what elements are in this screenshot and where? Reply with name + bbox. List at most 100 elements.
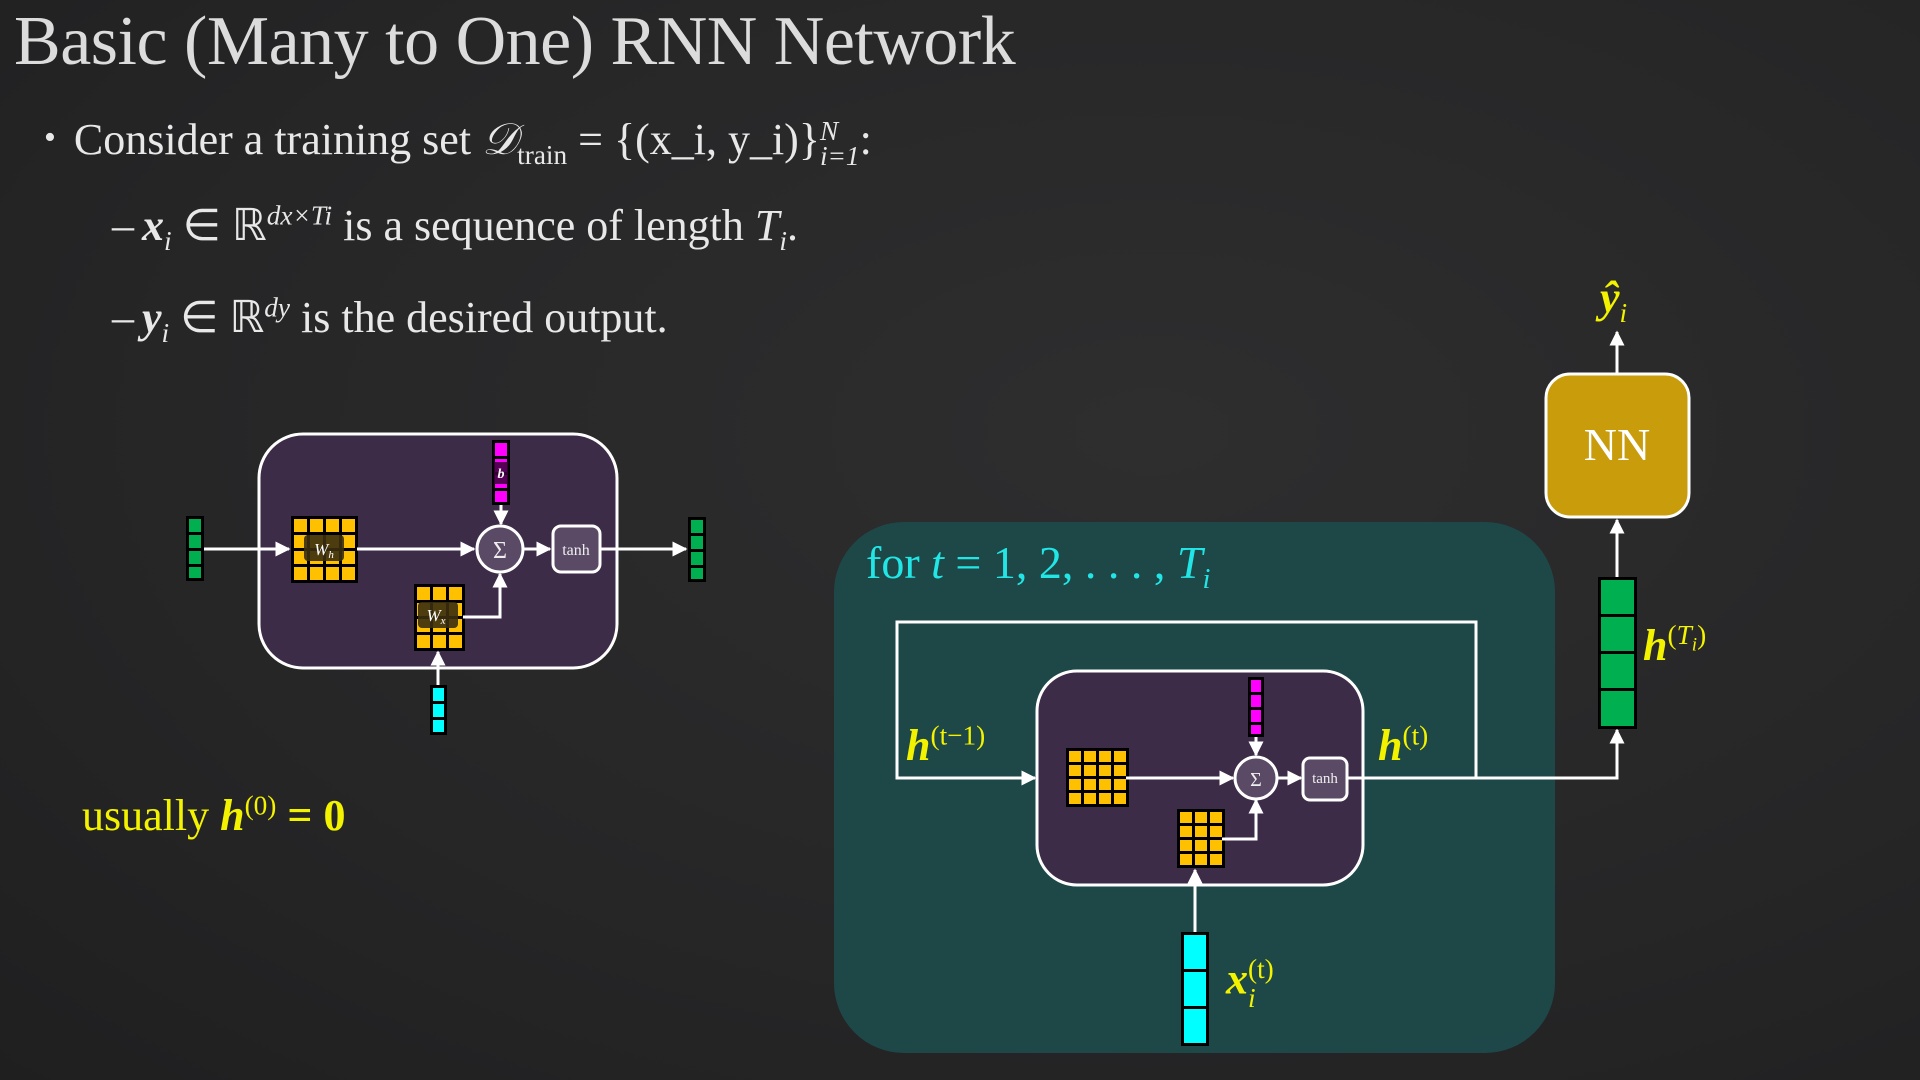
slide-title: Basic (Many to One) RNN Network bbox=[14, 3, 1016, 80]
matrix-cell bbox=[294, 519, 307, 532]
matrix-cell bbox=[449, 587, 462, 600]
nn-label: NN bbox=[1584, 419, 1650, 470]
arrow-to-final-hidden bbox=[1347, 728, 1625, 780]
h-curr-sup: (t) bbox=[1402, 720, 1429, 751]
x-dim: dx×Ti bbox=[266, 200, 333, 231]
loop-label: for t = 1, 2, . . . , Ti bbox=[866, 536, 1210, 596]
note-sup: (0) bbox=[244, 790, 277, 821]
left-rnn-cell: Wh Wx b Σ tanh bbox=[186, 432, 706, 735]
h-final-var: h bbox=[1643, 621, 1668, 670]
dataset-upper: N bbox=[819, 116, 839, 147]
y-dim: dy bbox=[264, 292, 291, 323]
matrix-cell bbox=[1069, 765, 1081, 776]
h-final-sup-sub: i bbox=[1691, 634, 1698, 656]
length-var: T bbox=[754, 201, 780, 250]
y-desc: is the desired output. bbox=[301, 293, 668, 342]
matrix-cell bbox=[1084, 793, 1096, 804]
matrix-cell bbox=[1210, 812, 1222, 823]
h-curr-label: h(t) bbox=[1378, 720, 1428, 771]
matrix-cell bbox=[1069, 751, 1081, 762]
x-input-label: x(t)i bbox=[1226, 955, 1274, 1012]
sub-bullet-x: –xi ∈ ℝdx×Ti is a sequence of length Ti. bbox=[112, 200, 798, 257]
matrix-cell bbox=[1099, 765, 1111, 776]
dataset-rhs: = {(x_i, y_i)} bbox=[578, 115, 820, 164]
bias-label: b bbox=[498, 467, 505, 482]
matrix-cell bbox=[1195, 812, 1207, 823]
hidden-input-vector bbox=[186, 516, 204, 581]
h-prev-var: h bbox=[906, 721, 931, 770]
h-curr-var: h bbox=[1378, 721, 1403, 770]
inner-weight-matrix-wx bbox=[1177, 809, 1225, 868]
tanh-label: tanh bbox=[562, 542, 590, 559]
inner-bias-vector bbox=[1248, 677, 1264, 737]
matrix-cell bbox=[1114, 765, 1126, 776]
wx-label: Wx bbox=[426, 606, 445, 627]
matrix-cell bbox=[1210, 840, 1222, 851]
matrix-cell bbox=[1180, 854, 1192, 865]
x-input-sub: i bbox=[1248, 982, 1256, 1013]
matrix-cell bbox=[326, 519, 339, 532]
y-rel: ∈ ℝ bbox=[180, 293, 265, 342]
matrix-cell bbox=[1069, 779, 1081, 790]
x-input-var: x bbox=[1226, 954, 1248, 1004]
final-hidden-vector bbox=[1598, 577, 1637, 729]
matrix-cell bbox=[1099, 779, 1111, 790]
matrix-cell bbox=[294, 551, 307, 564]
matrix-cell bbox=[310, 519, 323, 532]
input-vector bbox=[430, 685, 447, 735]
matrix-cell bbox=[1114, 751, 1126, 762]
y-sub: i bbox=[161, 317, 170, 348]
matrix-cell bbox=[1180, 840, 1192, 851]
h-prev-sup: (t−1) bbox=[930, 720, 986, 751]
bullet-training-set: •Consider a training set 𝒟train = {(x_i,… bbox=[44, 114, 872, 171]
loop-end-sub: i bbox=[1202, 564, 1211, 596]
inner-sum-label: Σ bbox=[1250, 769, 1262, 791]
note-text: usually bbox=[82, 791, 210, 840]
dataset-sub: train bbox=[517, 139, 568, 170]
hidden-output-vector bbox=[688, 517, 706, 582]
sub-bullet-y: –yi ∈ ℝdy is the desired output. bbox=[112, 292, 668, 349]
y-hat-var: ŷ bbox=[1600, 273, 1620, 322]
matrix-cell bbox=[294, 535, 307, 548]
matrix-cell bbox=[1114, 779, 1126, 790]
matrix-cell bbox=[342, 567, 355, 580]
wh-label: Wh bbox=[314, 540, 334, 561]
dash-marker: – bbox=[112, 201, 134, 250]
matrix-cell bbox=[342, 535, 355, 548]
inner-input-vector bbox=[1181, 932, 1209, 1046]
recurrent-connection bbox=[895, 620, 1478, 786]
dataset-colon: : bbox=[859, 115, 872, 164]
matrix-cell bbox=[1210, 826, 1222, 837]
dataset-lower: i=1 bbox=[819, 140, 860, 171]
period: . bbox=[786, 201, 798, 250]
initial-state-note: usually h(0) = 0 bbox=[82, 790, 345, 841]
wh-label-bg bbox=[304, 535, 344, 561]
y-hat-sub: i bbox=[1619, 297, 1628, 328]
matrix-cell bbox=[449, 635, 462, 648]
matrix-cell bbox=[1210, 854, 1222, 865]
output-section: NN bbox=[1544, 330, 1691, 729]
bullet-text: Consider a training set bbox=[73, 115, 472, 164]
loop-range: = 1, 2, . . . , bbox=[955, 537, 1166, 588]
matrix-cell bbox=[1069, 793, 1081, 804]
matrix-cell bbox=[1195, 826, 1207, 837]
matrix-cell bbox=[342, 551, 355, 564]
loop-for: for bbox=[866, 537, 920, 588]
matrix-cell bbox=[1180, 812, 1192, 823]
arrow-wx-to-sum bbox=[463, 572, 508, 619]
x-sub: i bbox=[164, 225, 172, 256]
matrix-cell bbox=[1084, 779, 1096, 790]
sum-label: Σ bbox=[493, 538, 507, 564]
loop-end: T bbox=[1176, 537, 1203, 588]
x-desc: is a sequence of length bbox=[343, 201, 744, 250]
matrix-cell bbox=[1114, 793, 1126, 804]
matrix-cell bbox=[310, 567, 323, 580]
wx-label-bg bbox=[418, 602, 458, 628]
matrix-cell bbox=[433, 587, 446, 600]
matrix-cell bbox=[417, 635, 430, 648]
inner-tanh-label: tanh bbox=[1312, 771, 1338, 787]
dash-marker: – bbox=[112, 293, 134, 342]
